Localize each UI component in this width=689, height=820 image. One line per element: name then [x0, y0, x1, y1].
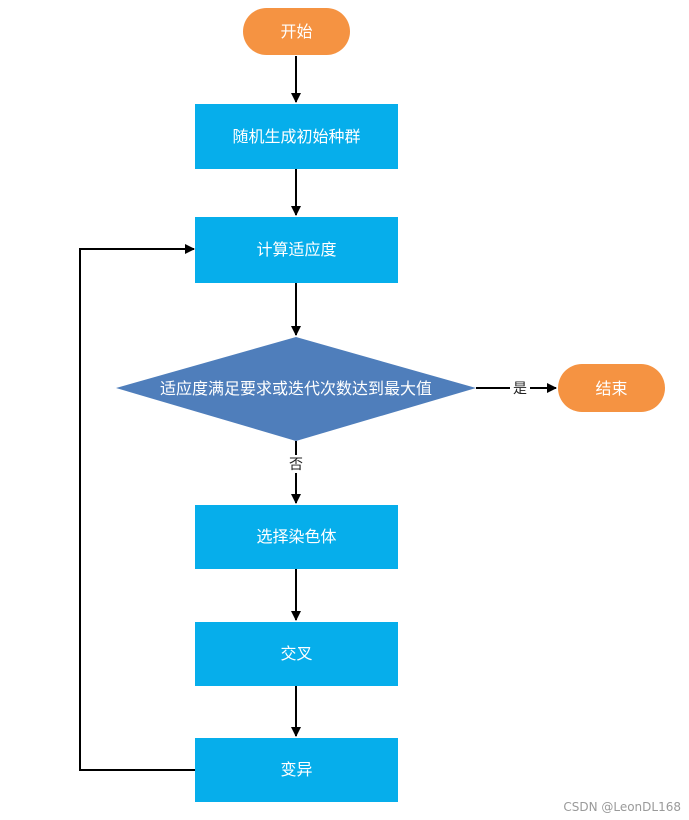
no-label: 否	[289, 457, 303, 473]
end-node	[558, 364, 665, 412]
crossover-label: 交叉	[280, 644, 312, 663]
end-node-label: 结束	[595, 379, 627, 398]
start-node-label: 开始	[280, 22, 312, 41]
select-label: 选择染色体	[256, 527, 336, 546]
yes-label: 是	[513, 381, 527, 397]
decision-node	[116, 337, 476, 441]
crossover-node	[195, 622, 398, 686]
yes-label-bg	[510, 379, 530, 397]
edge-mutation-loop-to-fitness	[79, 244, 195, 771]
watermark: CSDN @LeonDL168	[563, 800, 681, 814]
init-population-node	[195, 104, 398, 169]
mutation-node	[195, 738, 398, 802]
init-population-label: 随机生成初始种群	[232, 127, 360, 146]
mutation-label: 变异	[280, 760, 312, 779]
compute-fitness-node	[195, 217, 398, 283]
compute-fitness-label: 计算适应度	[256, 240, 336, 259]
select-node	[195, 505, 398, 569]
no-label-bg	[286, 455, 306, 473]
start-node	[243, 8, 350, 55]
decision-label: 适应度满足要求或迭代次数达到最大值	[160, 379, 432, 398]
